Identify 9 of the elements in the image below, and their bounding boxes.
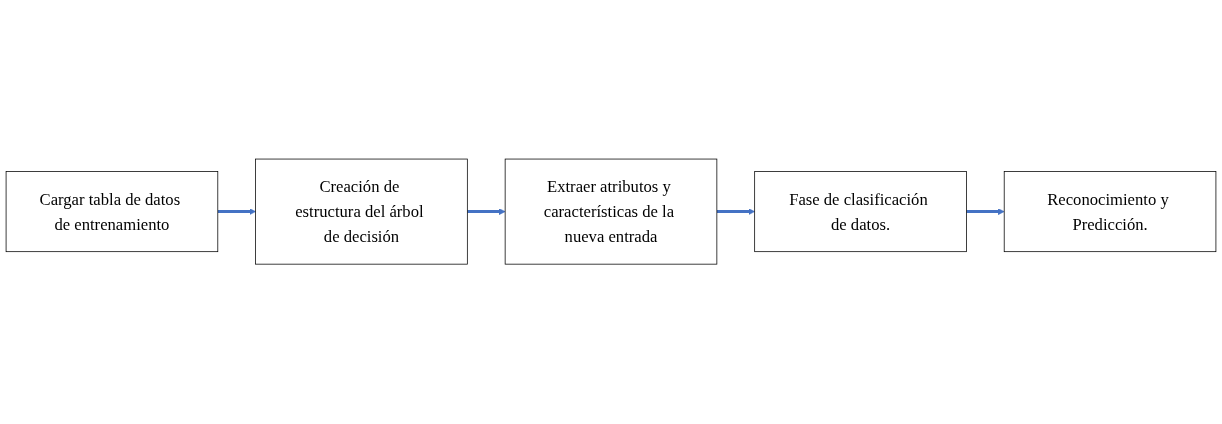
node-box: Cargar tabla de datos de entrenamiento (5, 171, 219, 253)
node-box: Reconocimiento y Predicción. (1003, 171, 1217, 253)
node-box: Extraer atributos y características de la nueva entrada (504, 159, 718, 265)
arrow (716, 208, 755, 216)
arrow (966, 208, 1005, 216)
node-box: Fase de clasificación de datos. (754, 171, 967, 253)
node-box: Creación de estructura del árbol de decisión (255, 159, 468, 265)
arrow (217, 208, 256, 216)
arrow (467, 208, 506, 216)
